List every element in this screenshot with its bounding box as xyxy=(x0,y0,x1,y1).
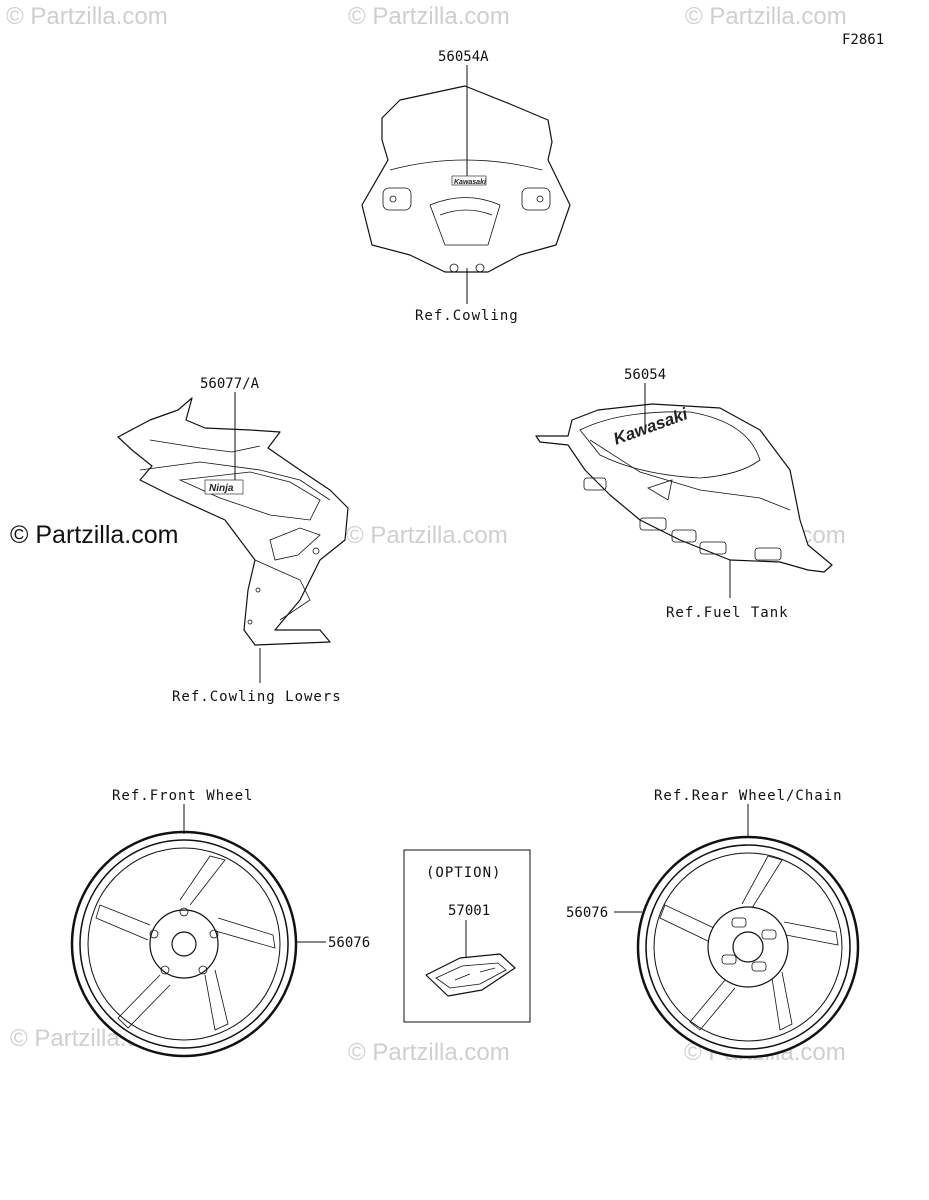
watermark-top-right: © Partzilla.com xyxy=(685,3,847,30)
label-front-56076: 56076 xyxy=(328,935,370,951)
side-cowl-decal-text: Ninja xyxy=(209,483,234,494)
label-rear-56076: 56076 xyxy=(566,905,608,921)
watermark-prominent: © Partzilla.com xyxy=(10,521,178,549)
label-56077A: 56077/A xyxy=(200,376,260,392)
side-cowl-mid-line xyxy=(139,461,331,501)
windshield-bolt-right xyxy=(536,195,544,203)
fuel-tank-mount-3 xyxy=(671,529,697,543)
figure-code: F2861 xyxy=(842,32,884,48)
side-cowl-lower-line xyxy=(254,559,311,621)
front-wheel-axle xyxy=(171,931,197,957)
fuel-tank-mount-5 xyxy=(754,547,782,561)
windshield-center-cutout xyxy=(429,197,501,246)
rear-wheel-assembly: Ref.Rear Wheel/Chain 56076 xyxy=(566,788,860,1059)
side-cowl-assembly: Ninja 56077/A Ref.Cowling Lowers xyxy=(117,376,349,705)
option-box xyxy=(403,849,531,1023)
rear-wheel-spokes xyxy=(659,855,839,1031)
side-cowl-decal xyxy=(204,479,244,495)
watermark-top-center: © Partzilla.com xyxy=(348,3,510,30)
rear-wheel-damper-1 xyxy=(731,917,747,928)
label-56054A: 56054A xyxy=(438,49,489,65)
label-57001: 57001 xyxy=(448,903,490,919)
fuel-tank-top-panel xyxy=(579,411,761,479)
front-wheel-bolt-1 xyxy=(179,907,189,917)
side-cowl-bolt-1 xyxy=(312,547,320,555)
watermark-bottom-center: © Partzilla.com xyxy=(348,1039,510,1066)
front-wheel-assembly: Ref.Front Wheel 56076 xyxy=(70,788,370,1058)
label-ref-cowling: Ref.Cowling xyxy=(415,308,519,324)
option-clip-inner xyxy=(435,962,507,989)
side-cowl-bolt-3 xyxy=(247,619,253,625)
windshield-bolt-left xyxy=(389,195,397,203)
label-56054: 56054 xyxy=(624,367,666,383)
front-wheel-bolt-2 xyxy=(209,929,219,939)
front-wheel-bolt-5 xyxy=(149,929,159,939)
fuel-tank-crease xyxy=(647,479,673,501)
label-option: (OPTION) xyxy=(426,865,501,881)
rear-wheel-rim-outer xyxy=(645,844,851,1050)
side-cowl-bolt-2 xyxy=(255,587,261,593)
side-cowl-vent xyxy=(269,527,321,561)
windshield-bolt-bottom-right xyxy=(475,263,485,273)
option-clip xyxy=(425,953,516,997)
front-wheel-rim-outer xyxy=(79,839,289,1049)
front-wheel-bolt-4 xyxy=(160,965,170,975)
windshield-decal-text: Kawasaki xyxy=(454,179,487,186)
label-ref-cowling-lowers: Ref.Cowling Lowers xyxy=(172,689,342,705)
label-ref-rear-wheel: Ref.Rear Wheel/Chain xyxy=(654,788,843,804)
windshield-decal xyxy=(451,175,487,186)
fuel-tank-mount-4 xyxy=(699,541,727,555)
fuel-tank-contour xyxy=(589,439,791,511)
windshield-inner-line xyxy=(389,159,543,171)
watermark-top-left: © Partzilla.com xyxy=(6,3,168,30)
label-ref-front-wheel: Ref.Front Wheel xyxy=(112,788,253,804)
option-clip-slots xyxy=(454,967,496,981)
front-wheel-bolt-3 xyxy=(198,965,208,975)
side-cowl-upper-line xyxy=(149,439,261,453)
windshield-cutout-detail xyxy=(439,209,493,216)
fuel-tank-mount-1 xyxy=(583,477,607,491)
rear-wheel-damper-2 xyxy=(761,929,777,940)
side-cowl-panel xyxy=(178,471,321,521)
fuel-tank-mount-2 xyxy=(639,517,667,531)
fuel-tank-assembly: Kawasaki 56054 Ref.Fuel Tank xyxy=(535,367,833,621)
option-assembly: (OPTION) 57001 xyxy=(403,849,531,1023)
rear-wheel-rim-inner xyxy=(653,852,843,1042)
windshield-bolt-bottom-left xyxy=(449,263,459,273)
front-wheel-spokes xyxy=(95,855,276,1031)
rear-wheel-damper-3 xyxy=(751,961,767,972)
rear-wheel-damper-4 xyxy=(721,954,737,965)
watermark-middle-center: © Partzilla.com xyxy=(346,522,508,549)
rear-wheel-axle xyxy=(732,931,764,963)
fuel-tank-outline xyxy=(535,403,833,573)
front-wheel-rim-inner xyxy=(87,847,281,1041)
windshield-assembly: Kawasaki 56054A Ref.Cowling xyxy=(361,49,571,324)
label-ref-fuel-tank: Ref.Fuel Tank xyxy=(666,605,789,621)
windshield-mount-left xyxy=(382,187,412,211)
side-cowl-outline xyxy=(117,397,349,646)
windshield-mount-right xyxy=(521,187,551,211)
